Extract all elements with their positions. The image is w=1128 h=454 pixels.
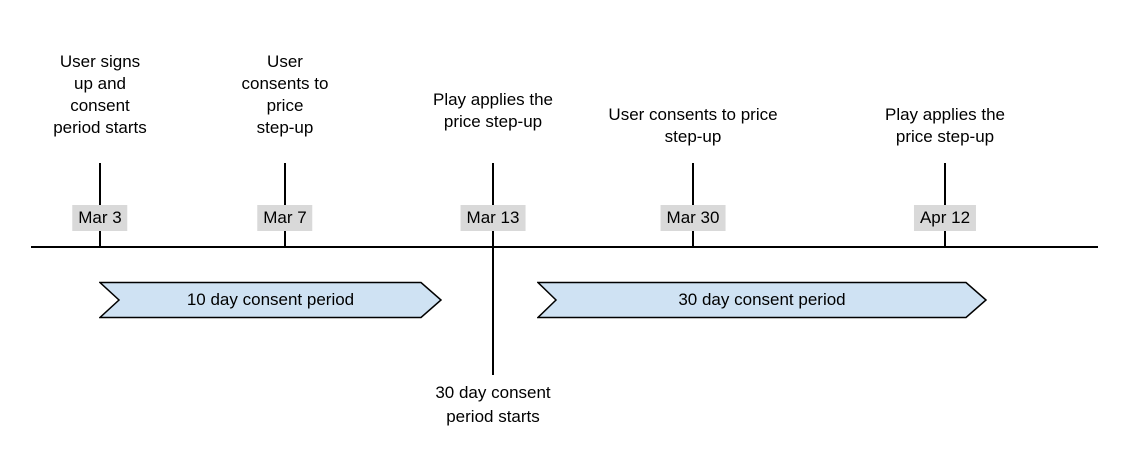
ribbon-arrow-shape — [99, 281, 442, 319]
annotation-label-consent-start: 30 day consent period starts — [435, 383, 551, 426]
event-label-mar-13: Play applies the price step-up — [432, 90, 554, 131]
period-arrow-30-day: 30 day consent period — [537, 281, 987, 319]
ribbon-arrow-shape — [537, 281, 987, 319]
event-label-mar-3: User signs up and consent period starts — [53, 52, 147, 137]
timeline-axis-line — [31, 246, 1098, 248]
event-label-mar-7: User consents to price step-up — [241, 52, 329, 137]
date-badge-mar-3: Mar 3 — [72, 205, 128, 231]
period-label-30-day: 30 day consent period — [678, 290, 846, 309]
date-badge-apr-12: Apr 12 — [913, 205, 977, 231]
date-badge-mar-7: Mar 7 — [257, 205, 313, 231]
event-label-mar-30: User consents to price step-up — [608, 105, 778, 146]
period-label-10-day: 10 day consent period — [186, 290, 355, 309]
period-arrow-10-day: 10 day consent period — [99, 281, 442, 319]
event-label-apr-12: Play applies the price step-up — [884, 105, 1006, 146]
date-badge-mar-13: Mar 13 — [460, 205, 526, 231]
annotation-line-mar-13 — [492, 248, 494, 375]
date-badge-mar-30: Mar 30 — [660, 205, 726, 231]
